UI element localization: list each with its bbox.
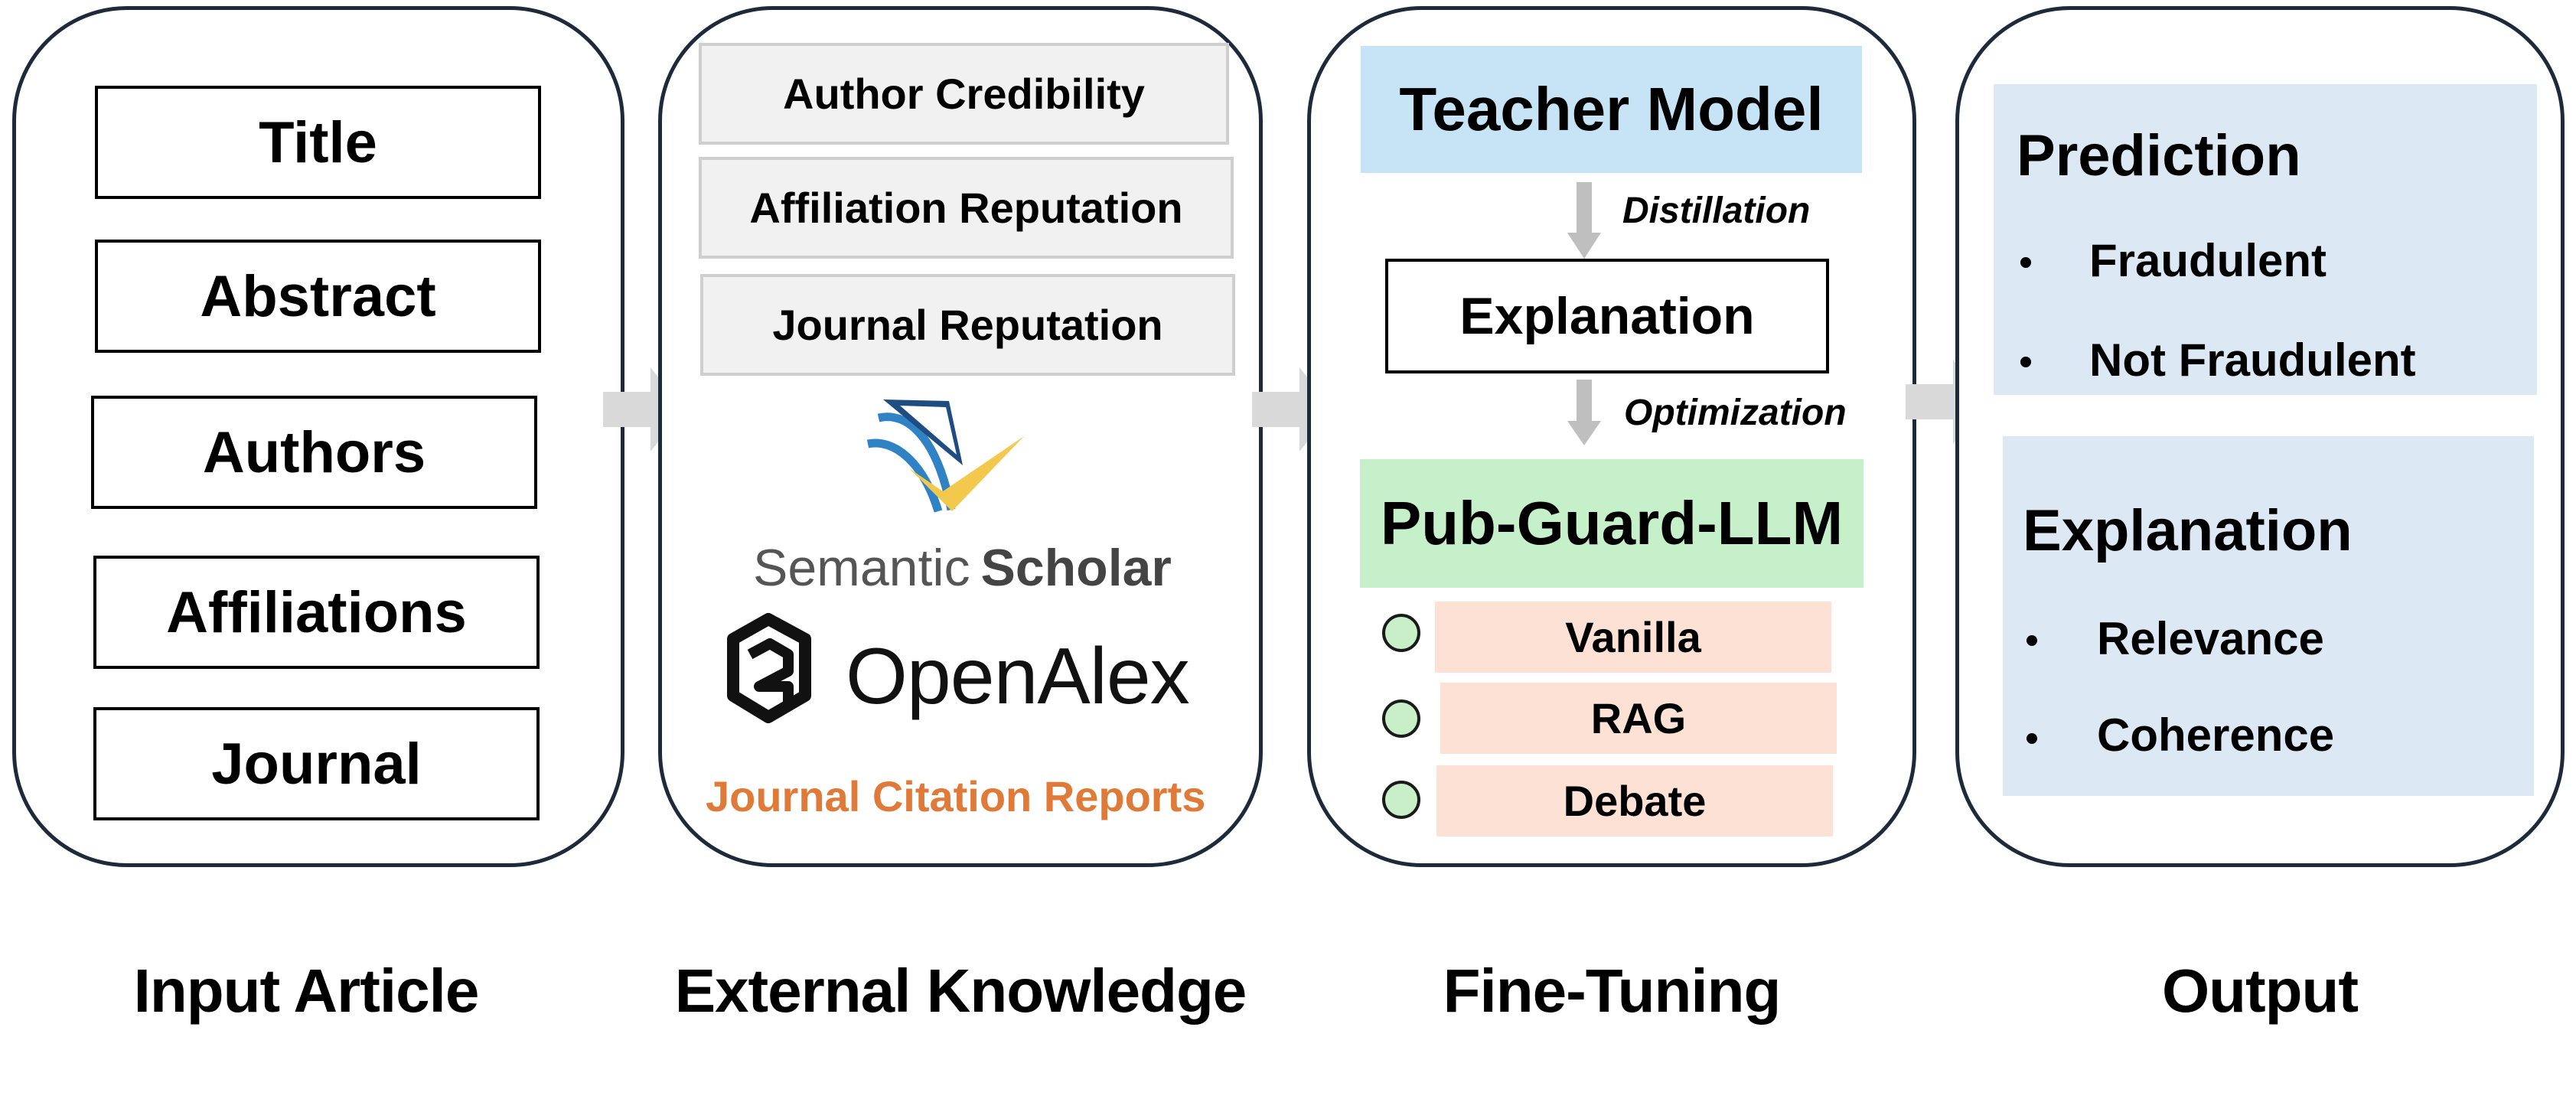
optimization-label: Optimization [1624,393,1847,433]
caption-input-article: Input Article [133,957,480,1025]
input-field-journal: Journal [93,707,540,820]
prediction-title: Prediction [2017,123,2301,188]
explanation-item-coherence: Coherence [2097,709,2335,761]
optimization-arrow-icon [1567,380,1601,445]
input-field-affiliations: Affiliations [93,556,540,669]
mode-rag[interactable]: RAG [1440,683,1837,754]
mode-radio-rag[interactable] [1382,699,1420,738]
input-field-authors: Authors [91,396,537,509]
distillation-label: Distillation [1622,191,1811,231]
openalex-wordmark: OpenAlex [846,632,1190,721]
feature-author-credibility: Author Credibility [699,43,1229,145]
openalex-logo-icon [727,613,811,723]
explanation-box: Explanation [1385,259,1829,373]
explanation-item-relevance: Relevance [2097,613,2324,664]
pub-guard-llm-box: Pub-Guard-LLM [1360,459,1864,588]
explanation-output-title: Explanation [2023,498,2353,563]
prediction-item-not-fraudulent: Not Fraudulent [2089,334,2416,386]
semantic-scholar-light: Semantic [753,539,970,597]
semantic-scholar-logo-icon [866,399,1024,513]
journal-citation-reports-label: Journal Citation Reports [706,772,1206,820]
mode-radio-debate[interactable] [1382,781,1420,819]
prediction-box [1994,84,2537,395]
external-knowledge-panel [658,6,1263,867]
caption-external-knowledge: External Knowledge [674,957,1247,1025]
explanation-bullet-icon [2027,733,2037,744]
teacher-model-box: Teacher Model [1361,46,1862,173]
caption-output: Output [2161,957,2359,1025]
prediction-bullet-icon [2020,357,2031,367]
distillation-arrow-icon [1567,182,1601,259]
feature-journal-reputation: Journal Reputation [700,274,1235,376]
mode-radio-vanilla[interactable] [1382,614,1420,652]
feature-affiliation-reputation: Affiliation Reputation [699,157,1234,259]
explanation-bullet-icon [2027,635,2037,646]
caption-fine-tuning: Fine-Tuning [1443,957,1782,1025]
mode-vanilla[interactable]: Vanilla [1435,602,1831,673]
explanation-output-box [2003,436,2534,796]
mode-debate[interactable]: Debate [1436,765,1833,836]
prediction-item-fraudulent: Fraudulent [2089,235,2327,286]
prediction-bullet-icon [2020,257,2031,268]
input-field-title: Title [95,86,541,199]
semantic-scholar-bold: Scholar [980,539,1172,597]
input-field-abstract: Abstract [95,240,541,353]
